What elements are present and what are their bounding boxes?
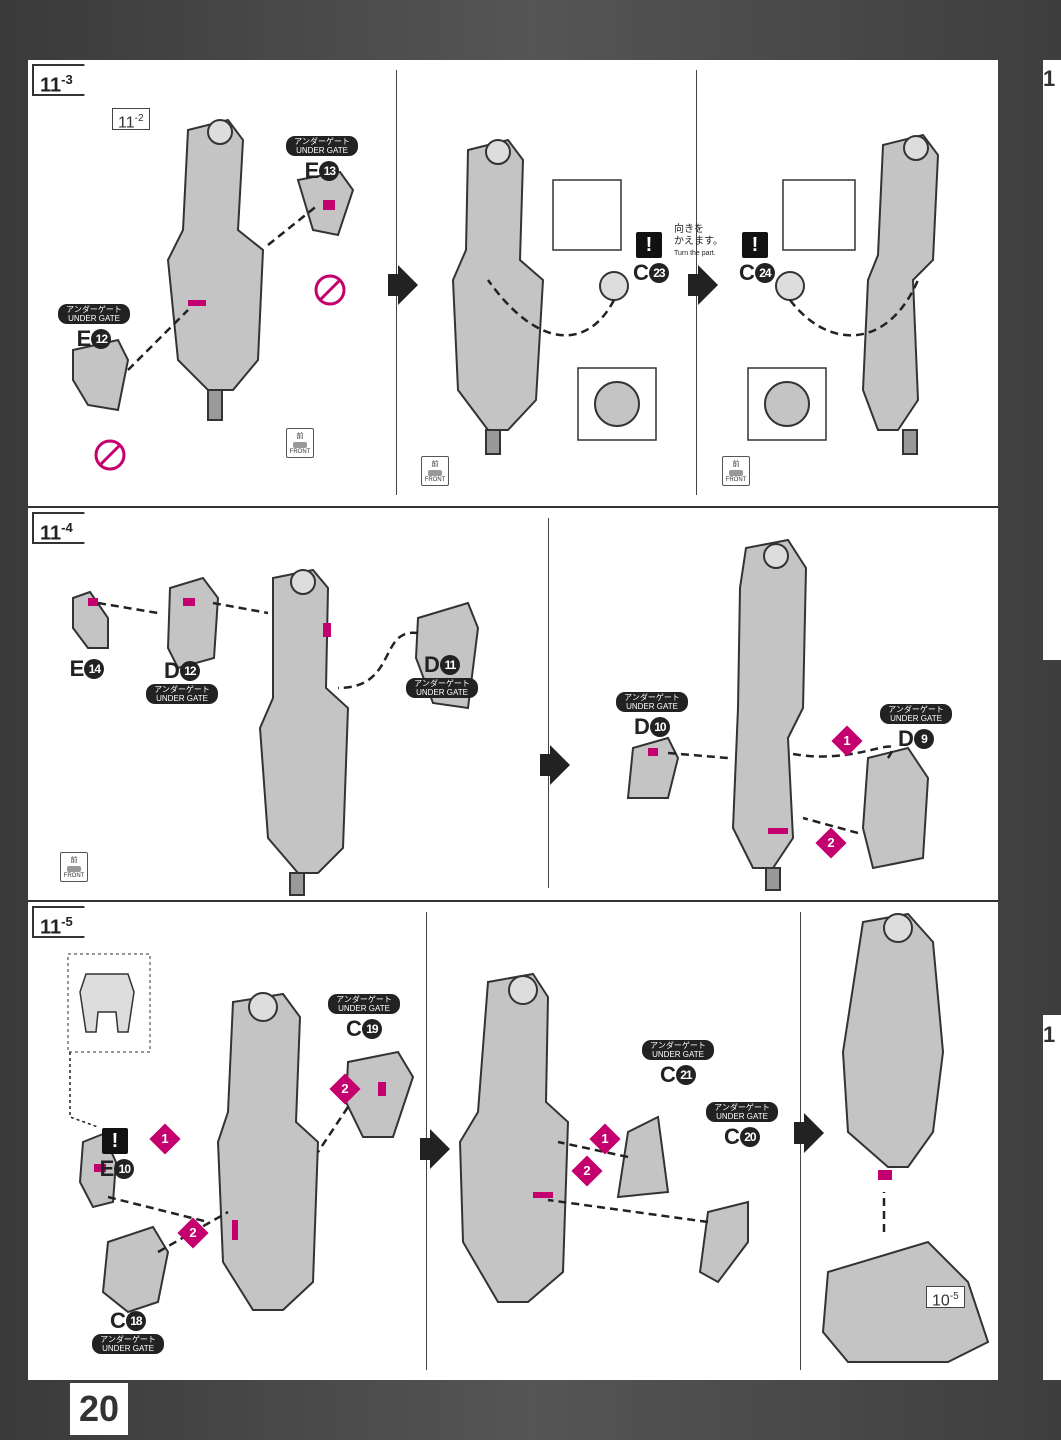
order-badge: 2 [329,1073,361,1105]
assembly-guide-arrow [97,601,894,835]
assembly-illustration [67,912,990,1363]
instruction-page: 11-3 [28,60,998,1380]
step-arrow-icon [794,1122,804,1144]
reference-step-tag: 11-2 [112,108,150,131]
arm-assembly-part [72,538,930,896]
step-arrow-icon [430,1129,450,1169]
step-number-tag: 11-4 [32,512,89,544]
accent-marks [88,598,788,834]
assembly-guide-arrow [69,1052,886,1254]
step-arrow-icon [398,265,418,305]
step-11-3: 11-3 [28,60,998,508]
detail-inset [782,179,856,251]
step-arrow-icon [550,745,570,785]
reference-step-tag: 10-5 [926,1286,965,1309]
step-arrow-icon [804,1113,824,1153]
step-arrow-icon [540,754,550,776]
assembly-illustration [72,538,930,896]
next-page-step-label: 1 [1043,66,1056,91]
order-badge: 2 [571,1155,603,1187]
assembly-illustration [72,118,940,471]
detail-inset [577,367,657,441]
panel-divider [548,518,549,888]
order-badge: 2 [815,827,847,859]
warning-icon: ! [742,232,768,258]
arm-assembly-part [78,912,990,1363]
warning-icon: ! [102,1128,128,1154]
step-11-5: 11-5 [28,902,998,1380]
order-badge: 1 [831,725,863,757]
order-badge: 1 [149,1123,181,1155]
next-page-strip-top [1043,60,1061,660]
warning-icon: ! [636,232,662,258]
order-badge: 2 [177,1217,209,1249]
no-nipper-icon [94,274,346,471]
assembly-guide-arrow [127,204,920,371]
step-arrow-icon [388,274,398,296]
step-number-tag: 11-3 [32,64,89,96]
page-number: 20 [70,1383,128,1435]
step-arrow-icon [698,265,718,305]
detail-inset [552,179,622,251]
step-arrow-icon [420,1138,430,1160]
step-number-tag: 11-5 [32,906,89,938]
turn-part-note: 向きをかえます。 Turn the part. [674,224,723,257]
next-page-strip-bottom [1043,1015,1061,1380]
step-arrow-icon [688,274,698,296]
order-badge: 1 [589,1123,621,1155]
accent-marks [94,1082,892,1240]
next-page-step-label: 1 [1043,1022,1056,1047]
arm-assembly-part [72,118,940,455]
accent-marks [188,200,335,306]
step-11-4: 11-4 [28,508,998,902]
